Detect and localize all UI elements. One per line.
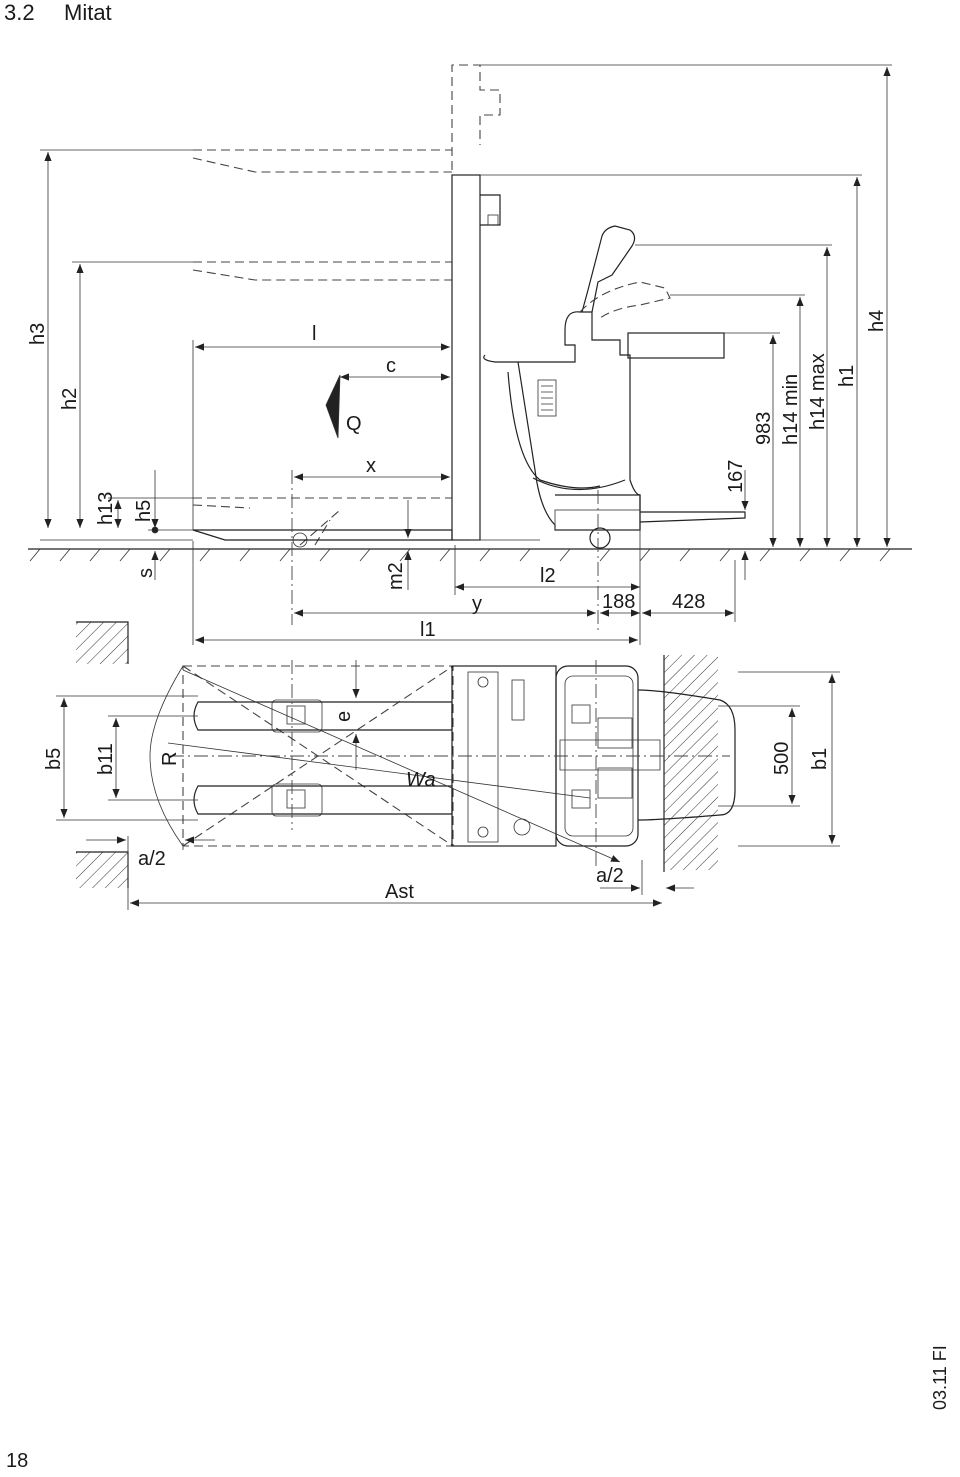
forks-top-view [193,699,453,817]
forks [192,529,540,548]
label-h1: h1 [836,365,858,387]
ground-hatch [29,548,891,562]
top-view-dimensions-right [718,671,840,847]
top-view: b5 b11 R e Wa a/2 a/2 Ast 500 b1 [43,621,840,910]
document-code: 03.11 FI [930,1345,950,1410]
wall-hatch-right [664,655,718,870]
wall-hatch-top-left [76,622,128,664]
section-number: 3.2 [4,0,35,25]
label-Wa: Wa [406,769,436,791]
label-h5: h5 [133,500,155,522]
label-b1: b1 [809,748,831,770]
page-number: 18 [6,1450,29,1472]
label-Ast: Ast [385,881,414,903]
label-Q: Q [346,413,362,435]
label-s: s [135,568,157,578]
top-view-dimensions-left [56,660,694,910]
wall-hatch-bottom-left [76,852,128,888]
label-l1: l1 [420,619,436,641]
section-header: 3.2 Mitat [4,0,112,26]
radius-line-R [167,742,591,799]
label-m2: m2 [385,562,407,590]
label-h14min: h14 min [780,374,802,445]
label-R: R [159,752,181,766]
label-188: 188 [602,591,635,613]
label-x: x [366,455,376,477]
label-b5: b5 [43,748,65,770]
label-l2: l2 [540,565,556,587]
label-167: 167 [725,460,747,493]
top-view-labels: b5 b11 R e Wa a/2 a/2 Ast 500 b1 [43,711,831,903]
mast [451,174,501,541]
truck-body [483,225,746,549]
label-a2-right: a/2 [596,865,624,887]
label-y: y [472,593,482,615]
radius-line-Wa [182,669,621,863]
side-view: h3 h2 h13 h5 s l c Q x m2 y l2 188 428 l… [27,64,912,645]
label-h13: h13 [95,492,117,525]
label-h3: h3 [27,323,49,345]
label-h4: h4 [866,310,888,332]
label-983: 983 [753,412,775,445]
label-428: 428 [672,591,705,613]
label-l: l [312,323,316,345]
section-title: Mitat [64,0,112,25]
label-c: c [386,355,396,377]
load-area-outline [182,665,454,847]
raised-position-outline [192,64,501,546]
label-500: 500 [771,742,793,775]
label-h2: h2 [59,388,81,410]
horizontal-dimensions-bottom [192,500,736,645]
vertical-dimensions-right [480,64,892,580]
label-h14max: h14 max [807,353,829,430]
vertical-dimensions-left [40,149,193,580]
label-e: e [333,711,355,722]
side-view-labels: h3 h2 h13 h5 s l c Q x m2 y l2 188 428 l… [27,310,888,641]
label-b11: b11 [95,743,117,775]
label-a2-left: a/2 [138,848,166,870]
horizontal-dimensions-top [192,340,450,530]
